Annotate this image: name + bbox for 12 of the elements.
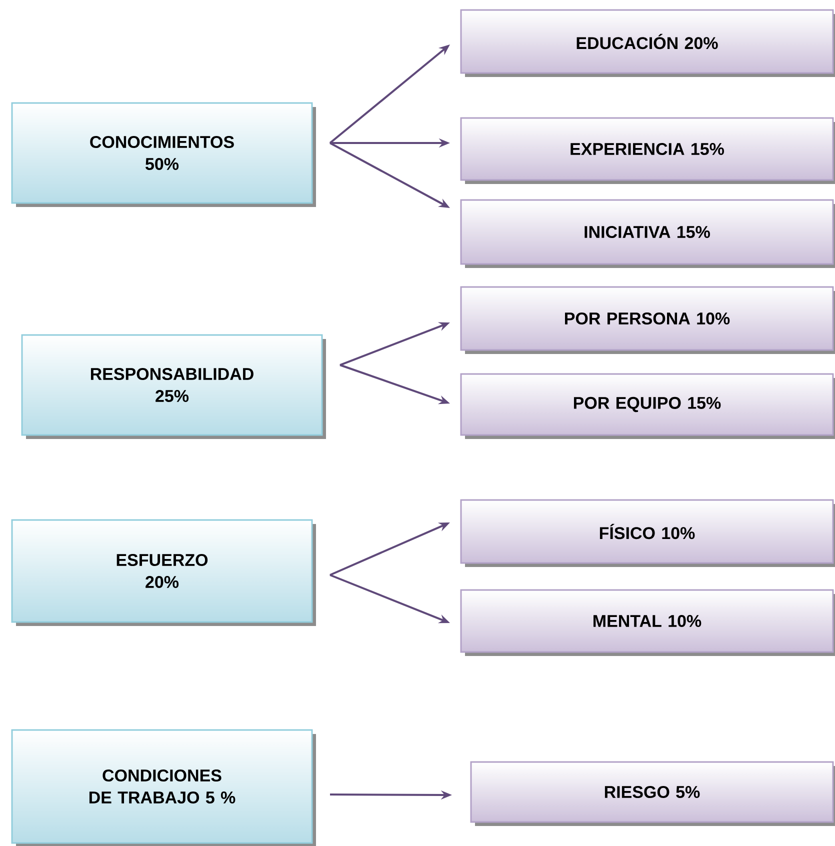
factor-box: RIESGO 5% [470,761,835,826]
category-box: CONDICIONES DE TRABAJO 5 % [11,729,316,846]
category-box: ESFUERZO 20% [11,519,316,626]
factor-box: MENTAL 10% [460,589,835,656]
factor-box: FÍSICO 10% [460,499,835,567]
factor-box: EXPERIENCIA 15% [460,117,835,184]
factor-box: POR PERSONA 10% [460,286,835,354]
factor-box: POR EQUIPO 15% [460,373,835,439]
category-box: RESPONSABILIDAD 25% [21,334,326,439]
factor-box: INICIATIVA 15% [460,199,835,268]
factor-box: EDUCACIÓN 20% [460,9,835,77]
category-box: CONOCIMIENTOS 50% [11,102,316,207]
